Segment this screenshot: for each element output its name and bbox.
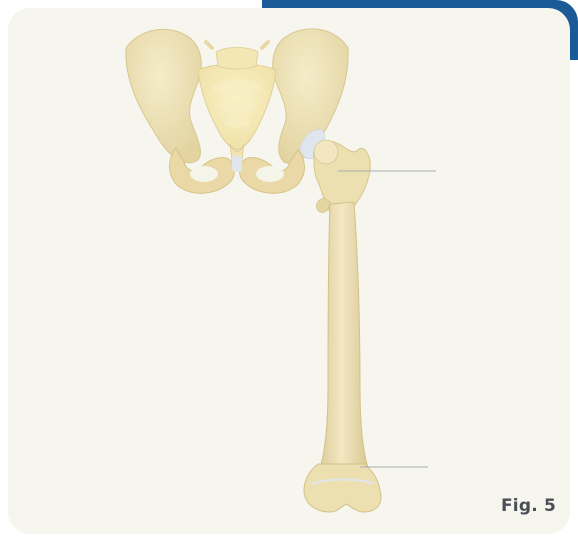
femoral-shaft [320, 202, 368, 468]
distal-femur [304, 464, 381, 512]
figure-label: Fig. 5 [501, 496, 556, 516]
pubic-symphysis [232, 156, 242, 172]
left-iliac-wing [126, 29, 201, 162]
pelvis-and-femur-illustration [8, 8, 570, 534]
figure-card: Fig. 5 [8, 8, 570, 534]
femur [304, 140, 381, 512]
